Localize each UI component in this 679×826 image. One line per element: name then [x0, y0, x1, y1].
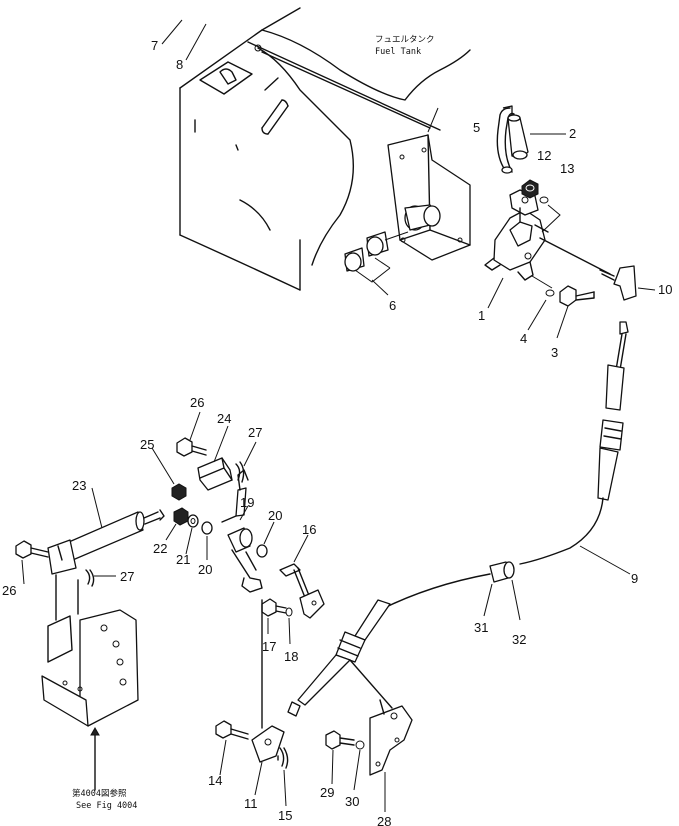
bolt-29: [325, 730, 355, 750]
shaft-23: [47, 509, 165, 575]
washer-4: [545, 289, 555, 297]
label-28: 28: [377, 814, 391, 826]
bushings-6: [344, 231, 409, 283]
label-23: 23: [72, 478, 86, 493]
label-11: 11: [244, 796, 258, 811]
bushing-20-right: [256, 544, 268, 558]
label-22: 22: [153, 541, 167, 556]
joint-11: [251, 599, 285, 763]
bolt-26-top: [176, 437, 207, 457]
nut-12: [521, 179, 539, 199]
bracket-28: [349, 659, 413, 776]
label-32: 32: [512, 632, 526, 647]
label-10: 10: [658, 282, 672, 297]
label-20: 20: [268, 508, 282, 523]
label-1: 1: [478, 308, 485, 323]
hose-2: [507, 114, 529, 160]
washer-18: [285, 607, 293, 617]
label-13: 13: [560, 161, 574, 176]
lever-19: [221, 469, 263, 593]
label-27-left: 27: [120, 569, 134, 584]
label-20b: 20: [198, 562, 212, 577]
label-15: 15: [278, 808, 292, 823]
bolt-14: [215, 720, 249, 740]
linkage-pin-10: [539, 237, 637, 301]
label-17: 17: [262, 639, 276, 654]
control-cable-9: [287, 321, 629, 717]
label-21: 21: [176, 552, 190, 567]
label-4: 4: [520, 331, 527, 346]
washer-13: [539, 196, 549, 204]
part-number-labels: 1 2 3 4 5 6 7 8 9 10 11 12 13 14 15 16 1…: [2, 38, 672, 826]
label-31: 31: [474, 620, 488, 635]
fuel-tank-label: フュエルタンク Fuel Tank: [375, 35, 435, 57]
bolt-3: [559, 285, 595, 307]
label-26-left: 26: [2, 583, 16, 598]
mounting-bracket: [41, 574, 139, 791]
washer-30: [355, 740, 365, 750]
label-16: 16: [302, 522, 316, 537]
label-30: 30: [345, 794, 359, 809]
lever-16: [279, 563, 325, 619]
label-7: 7: [151, 38, 158, 53]
label-14: 14: [208, 773, 222, 788]
label-26-top: 26: [190, 395, 204, 410]
svg-text:第4004図参照: 第4004図参照: [72, 788, 127, 799]
label-2: 2: [569, 126, 576, 141]
bolt-26-left: [15, 540, 49, 559]
nut-22: [173, 507, 189, 526]
svg-text:Fuel Tank: Fuel Tank: [375, 47, 421, 57]
nut-25: [171, 483, 187, 501]
label-6: 6: [389, 298, 396, 313]
label-5: 5: [473, 120, 480, 135]
label-18: 18: [284, 649, 298, 664]
washer-21: [187, 514, 199, 528]
label-19: 19: [240, 495, 254, 510]
label-12: 12: [537, 148, 551, 163]
label-3: 3: [551, 345, 558, 360]
label-24: 24: [217, 411, 231, 426]
leader-lines: [21, 19, 656, 812]
label-27-top: 27: [248, 425, 262, 440]
fuel-tank: [179, 7, 471, 291]
bracket-5: [387, 134, 471, 261]
bolt-17: [261, 598, 287, 617]
label-25: 25: [140, 437, 154, 452]
bushing-20-left: [201, 521, 213, 535]
pin-27-left: [85, 569, 95, 587]
svg-text:See Fig 4004: See Fig 4004: [76, 801, 137, 811]
label-29: 29: [320, 785, 334, 800]
pin-15: [279, 747, 289, 769]
label-9: 9: [631, 571, 638, 586]
see-fig-note: 第4004図参照 See Fig 4004: [72, 788, 137, 811]
block-24: [197, 457, 233, 491]
label-8: 8: [176, 57, 183, 72]
svg-text:フュエルタンク: フュエルタンク: [375, 35, 435, 45]
